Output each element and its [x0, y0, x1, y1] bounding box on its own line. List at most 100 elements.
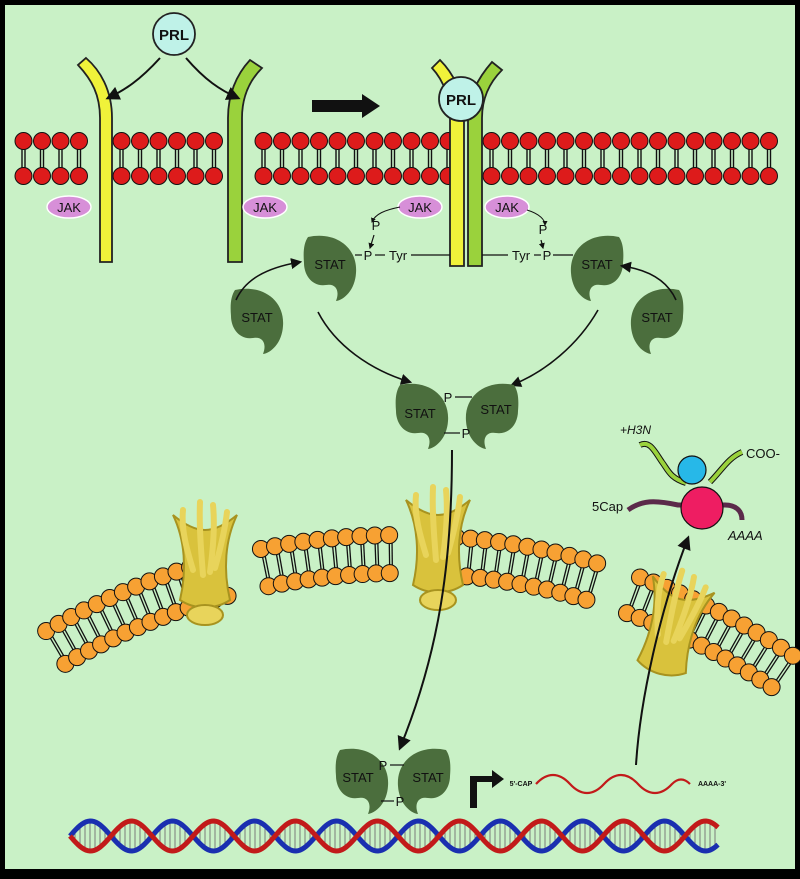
phospholipid-head	[403, 168, 420, 185]
phospholipid-head	[113, 133, 130, 150]
phospholipid-head	[557, 133, 574, 150]
phospholipid-head	[650, 133, 667, 150]
phospholipid-head	[348, 133, 365, 150]
stat-label: STAT	[342, 770, 373, 785]
phospholipid-head	[705, 168, 722, 185]
phospholipid-head	[576, 168, 593, 185]
phospholipid-head	[169, 168, 186, 185]
phospholipid-head	[668, 133, 685, 150]
phospholipid-head	[705, 133, 722, 150]
nuclear-lipid-head	[763, 679, 780, 696]
mrna-polya-label: AAAA-3'	[698, 781, 726, 788]
prl-hormone-free: PRL	[153, 13, 195, 55]
phospholipid-head	[742, 168, 759, 185]
phospho-label: P	[462, 426, 471, 441]
phospholipid-head	[34, 133, 51, 150]
phospholipid-head	[206, 133, 223, 150]
phospholipid-head	[311, 168, 328, 185]
phospho-label: P	[379, 758, 388, 773]
phospholipid-head	[292, 168, 309, 185]
phospholipid-head	[15, 168, 32, 185]
phospholipid-head	[613, 168, 630, 185]
phospholipid-head	[631, 168, 648, 185]
phospholipid-head	[169, 133, 186, 150]
nuclear-lipid-head	[578, 591, 595, 608]
phospholipid-head	[71, 133, 88, 150]
phospholipid-head	[15, 133, 32, 150]
nuclear-lipid-head	[784, 647, 800, 664]
jak-dimer-left: JAK	[398, 196, 442, 218]
phospholipid-head	[761, 168, 778, 185]
phospholipid-head	[557, 168, 574, 185]
jak-label: JAK	[408, 200, 432, 215]
phospholipid-head	[594, 168, 611, 185]
phospholipid-head	[150, 133, 167, 150]
carboxyl-terminus-label: COO-	[746, 446, 780, 461]
phospholipid-head	[329, 168, 346, 185]
phospholipid-head	[348, 168, 365, 185]
stat-label: STAT	[404, 406, 435, 421]
nuclear-lipid-head	[381, 565, 398, 582]
stat-label: STAT	[412, 770, 443, 785]
jak-dimer-right: JAK	[485, 196, 529, 218]
phospholipid-head	[650, 168, 667, 185]
phospholipid-head	[724, 133, 741, 150]
phospholipid-head	[403, 133, 420, 150]
tyr-label: Tyr	[512, 248, 531, 263]
phospholipid-head	[385, 168, 402, 185]
prl-hormone-bound: PRL	[439, 77, 483, 121]
phospholipid-head	[539, 168, 556, 185]
phospholipid-head	[613, 133, 630, 150]
nuclear-lipid-head	[589, 555, 606, 572]
phospho-label: P	[444, 390, 453, 405]
phospholipid-head	[71, 168, 88, 185]
phospholipid-head	[385, 133, 402, 150]
phospholipid-head	[576, 133, 593, 150]
phospholipid-head	[34, 168, 51, 185]
phospho-label: P	[539, 222, 548, 237]
jak-left-2: JAK	[243, 196, 287, 218]
phospholipid-head	[132, 168, 149, 185]
phospholipid-head	[187, 168, 204, 185]
phospho-label: P	[372, 218, 381, 233]
phospholipid-head	[539, 133, 556, 150]
phospho-label: P	[543, 248, 552, 263]
stat-label: STAT	[241, 310, 272, 325]
jak-label: JAK	[495, 200, 519, 215]
phospholipid-head	[255, 133, 272, 150]
amino-terminus-label: +H3N	[620, 423, 651, 437]
ribosome-5cap-label: 5Cap	[592, 499, 623, 514]
stat-label: STAT	[314, 257, 345, 272]
stat-label: STAT	[581, 257, 612, 272]
phospholipid-head	[687, 133, 704, 150]
phospholipid-head	[520, 133, 537, 150]
phospholipid-head	[52, 133, 69, 150]
mrna-5-cap-label: 5'-CAP	[510, 781, 533, 788]
phospholipid-head	[631, 133, 648, 150]
phospholipid-head	[274, 133, 291, 150]
phospholipid-head	[594, 133, 611, 150]
phospholipid-head	[483, 133, 500, 150]
phospholipid-head	[329, 133, 346, 150]
phospholipid-head	[113, 168, 130, 185]
nuclear-lipid-head	[381, 527, 398, 544]
prl-label: PRL	[159, 27, 189, 44]
phospholipid-head	[742, 133, 759, 150]
jak-left-1: JAK	[47, 196, 91, 218]
phospholipid-head	[187, 133, 204, 150]
tyr-label: Tyr	[389, 248, 408, 263]
phospholipid-head	[761, 133, 778, 150]
phospholipid-head	[52, 168, 69, 185]
phospholipid-head	[150, 168, 167, 185]
phospholipid-head	[520, 168, 537, 185]
prl-bound-label: PRL	[446, 92, 476, 109]
phospholipid-head	[311, 133, 328, 150]
phospholipid-head	[422, 133, 439, 150]
phospholipid-head	[366, 168, 383, 185]
phospholipid-head	[206, 168, 223, 185]
phospholipid-head	[422, 168, 439, 185]
phospholipid-head	[255, 168, 272, 185]
jak-label: JAK	[57, 200, 81, 215]
stat-label: STAT	[480, 402, 511, 417]
